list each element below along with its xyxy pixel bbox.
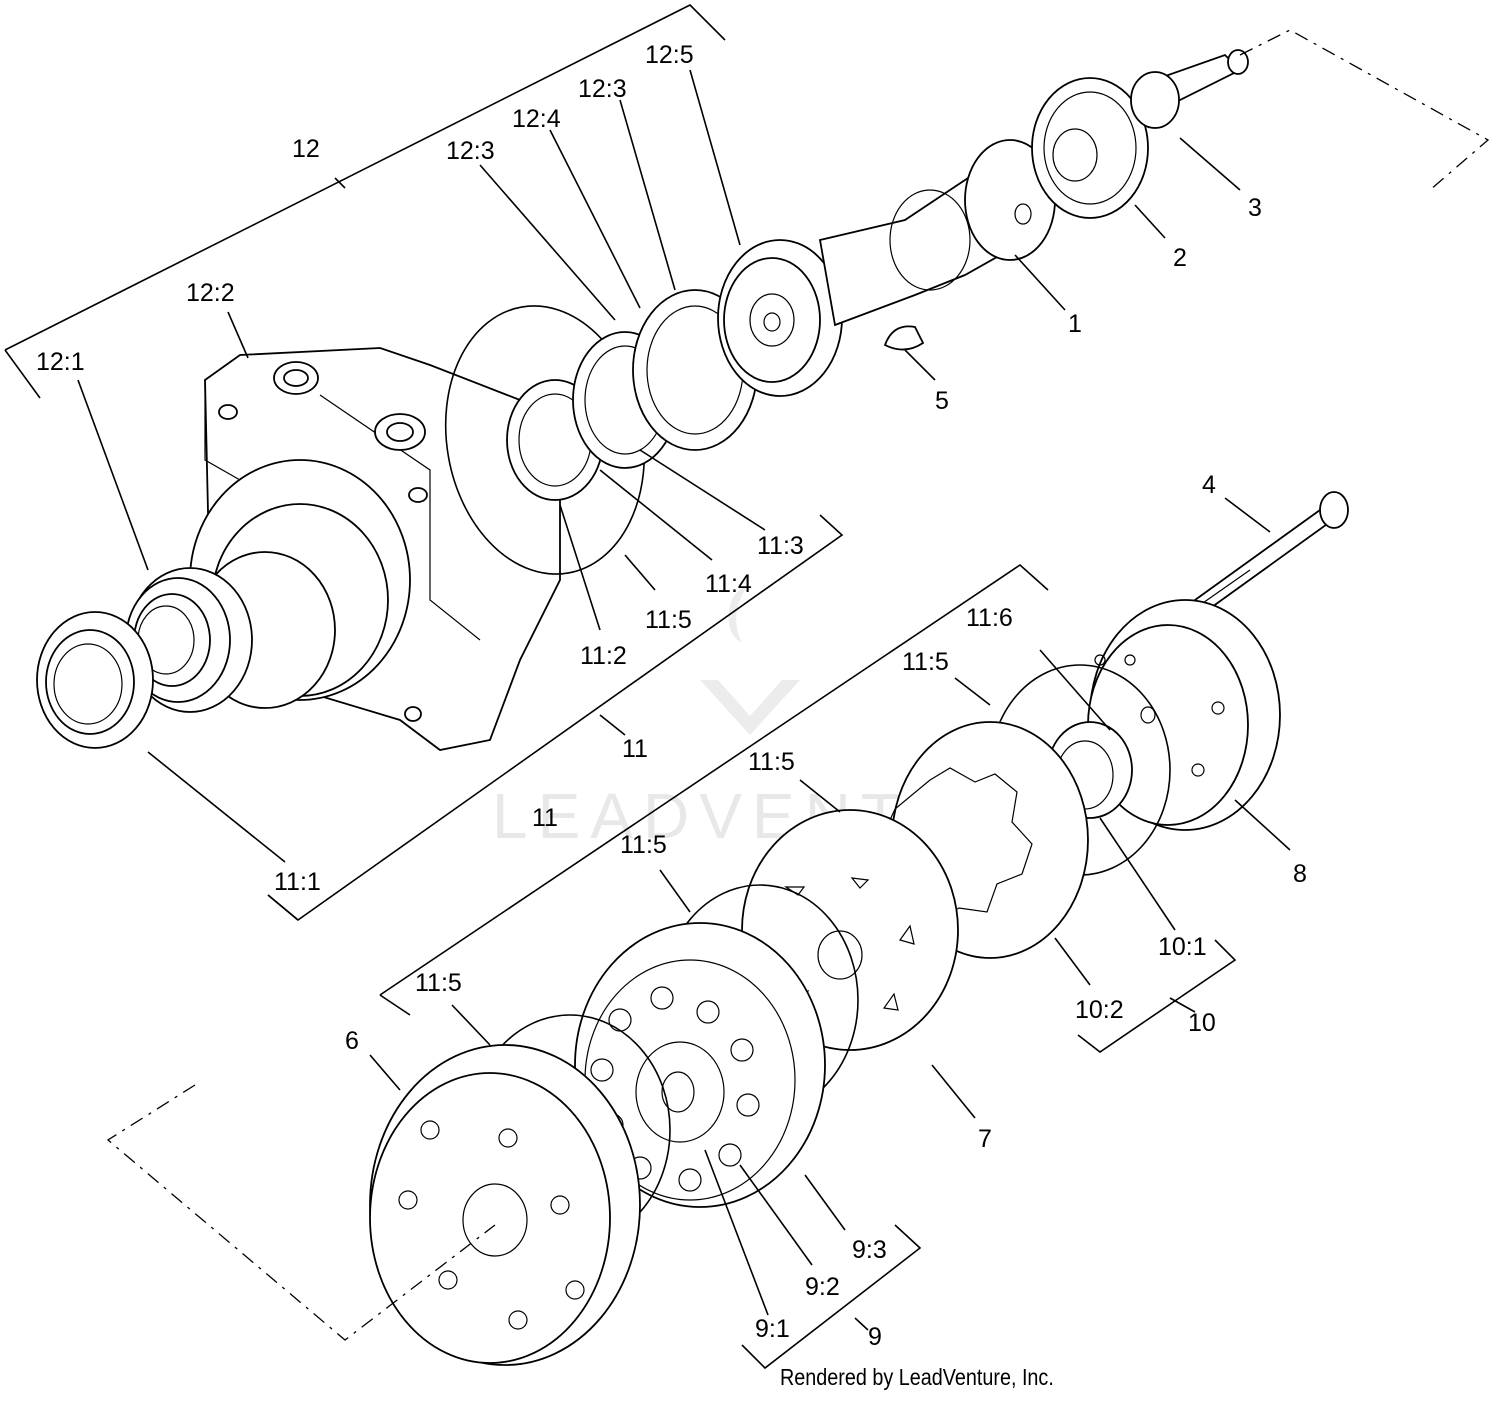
key-5: [883, 325, 925, 351]
end-plate-6: [369, 1044, 641, 1366]
callout-12-2: 12:2: [186, 279, 235, 307]
callout-10: 10: [1188, 1009, 1216, 1037]
drive-3: [1130, 49, 1249, 129]
callout-11-3: 11:3: [757, 532, 804, 560]
callout-10-2: 10:2: [1075, 996, 1124, 1024]
callout-10-1: 10:1: [1158, 933, 1207, 961]
callout-11-2: 11:2: [580, 642, 627, 670]
callout-11-5-upper: 11:5: [645, 606, 692, 634]
callout-4: 4: [1202, 471, 1216, 499]
render-credit: Rendered by LeadVenture, Inc.: [780, 1364, 1054, 1390]
callout-9-1: 9:1: [755, 1315, 790, 1343]
callout-11-1: 11:1: [274, 868, 321, 896]
callout-12: 12: [292, 135, 320, 163]
shaft-1: [818, 139, 1057, 327]
callout-11-lower: 11: [532, 804, 558, 832]
callout-labels: 12 12:5 12:3 12:4 12:3 12:2 12:1 3 2 1 5…: [36, 41, 1307, 1351]
seal-11-1: [36, 611, 154, 749]
centerlines: [106, 29, 1490, 1341]
gear-2: [1031, 77, 1149, 219]
callout-12-1: 12:1: [36, 348, 85, 376]
callout-11-5-lower-mid: 11:5: [620, 831, 667, 859]
callout-9-3: 9:3: [852, 1236, 887, 1264]
callout-11-5-right: 11:5: [902, 648, 949, 676]
callout-7: 7: [978, 1125, 992, 1153]
callout-11-4: 11:4: [705, 570, 752, 598]
callout-12-3-left: 12:3: [446, 137, 495, 165]
housing-12-2: [189, 347, 561, 751]
callout-5: 5: [935, 387, 949, 415]
callout-11-5-mid: 11:5: [748, 748, 795, 776]
group-brackets: [4, 4, 1237, 1370]
bolt-4: [1193, 491, 1349, 614]
callout-8: 8: [1293, 860, 1307, 888]
callout-11-6: 11:6: [966, 604, 1013, 632]
callout-11-upper: 11: [622, 735, 648, 763]
callout-6: 6: [345, 1027, 359, 1055]
callout-12-4: 12:4: [512, 105, 561, 133]
callout-1: 1: [1068, 310, 1082, 338]
callout-9-2: 9:2: [805, 1273, 840, 1301]
seal-stack-11-2-11-4: [506, 331, 678, 501]
callout-9: 9: [868, 1323, 882, 1351]
callout-12-3-top: 12:3: [578, 75, 627, 103]
callout-3: 3: [1248, 194, 1262, 222]
callout-11-5-left: 11:5: [415, 969, 462, 997]
callout-2: 2: [1173, 244, 1187, 272]
callout-12-5: 12:5: [645, 41, 694, 69]
leader-lines: [77, 69, 1291, 1331]
